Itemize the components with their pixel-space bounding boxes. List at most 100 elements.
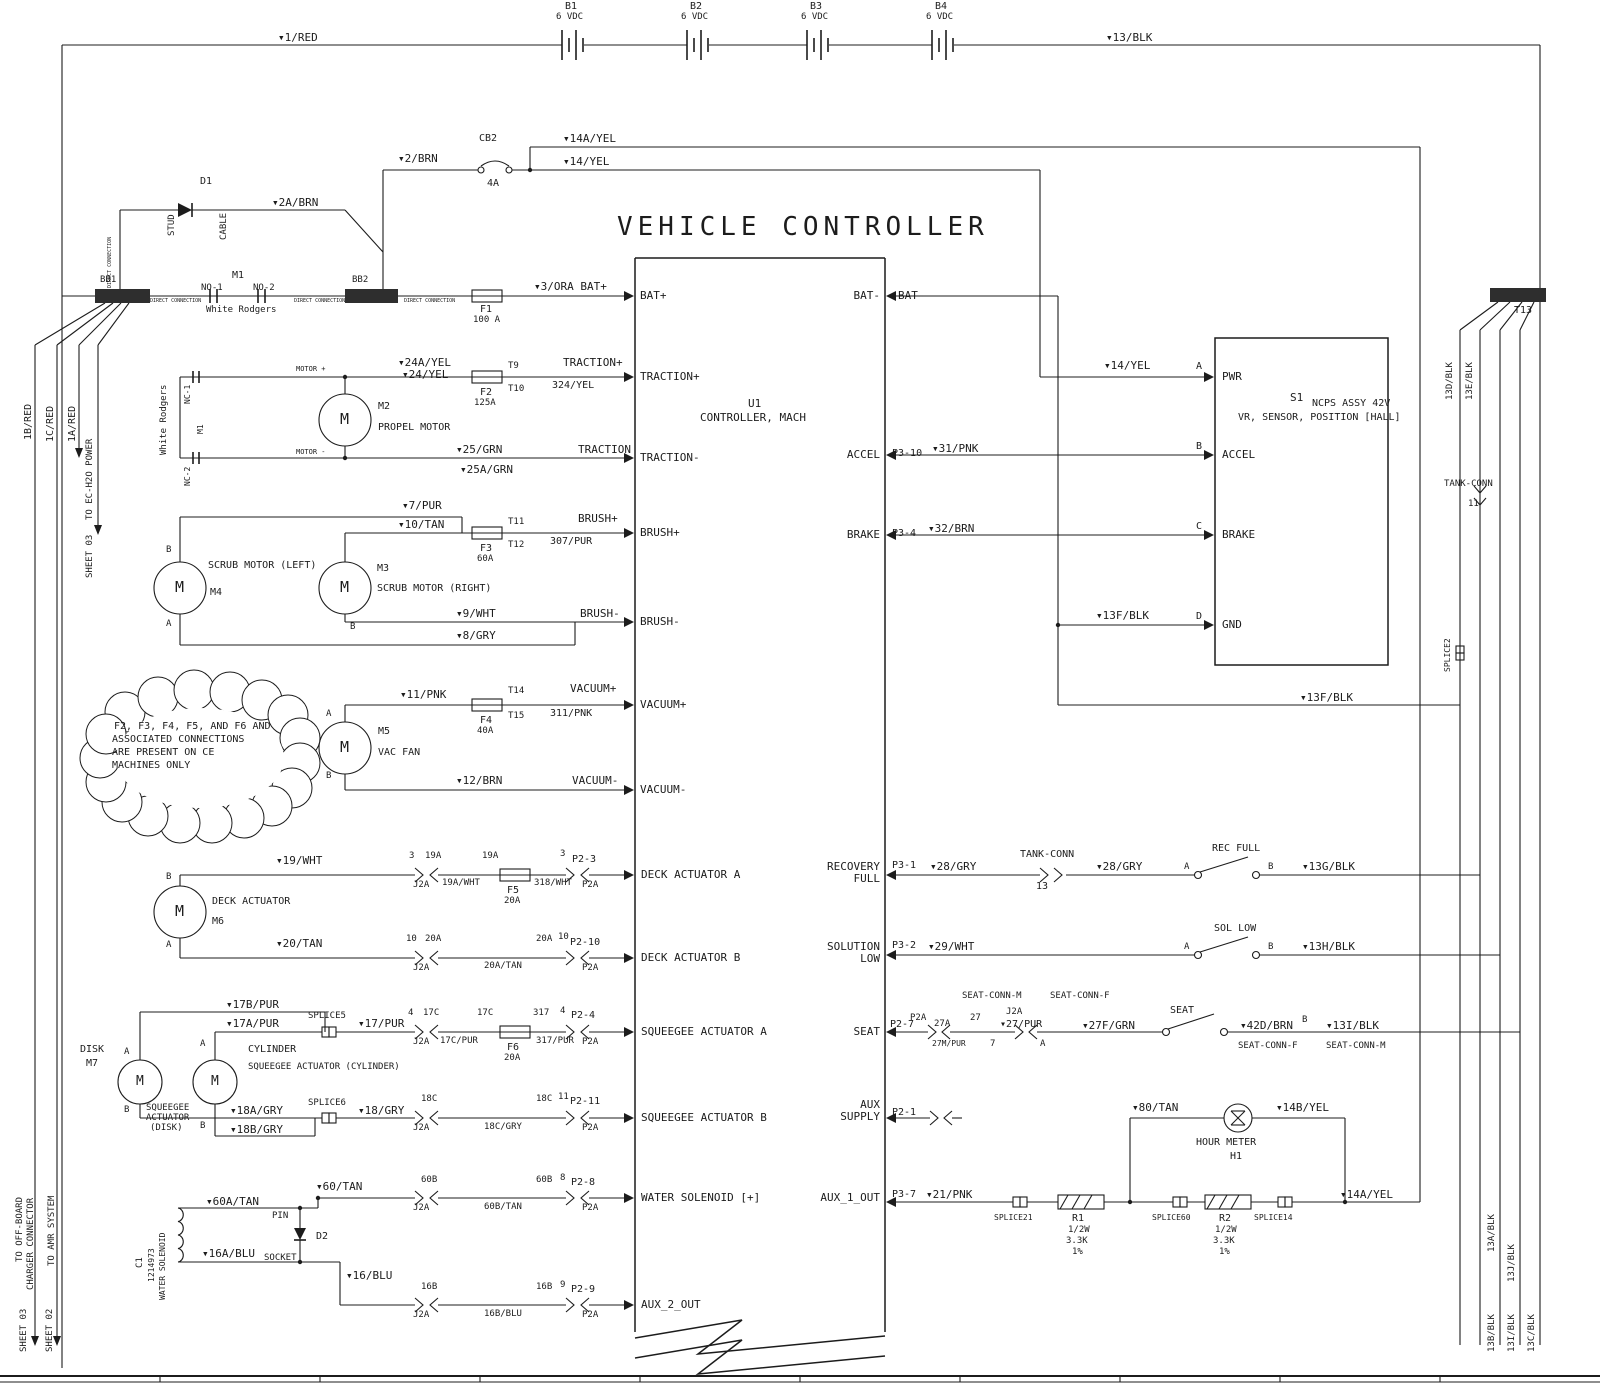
contact-label: NC-1 <box>183 384 192 404</box>
splice-ref: SPLICE5 <box>308 1011 346 1021</box>
motor-symbol: M <box>340 578 350 596</box>
conn-ref: J2A <box>413 963 430 973</box>
wire-label: 13D/BLK <box>1445 362 1455 400</box>
wire-label: 13I/BLK <box>1507 1314 1517 1352</box>
conn-pin: 17C <box>477 1008 494 1018</box>
component-c1-name: WATER SOLENOID <box>158 1232 167 1300</box>
pin-label: SUPPLY <box>840 1110 880 1123</box>
terminal-bb2-ref: BB2 <box>352 275 369 285</box>
battery-b2-ref: B2 <box>690 1 703 12</box>
terminal-ref: T14 <box>508 686 525 696</box>
motor-pin: B <box>350 622 356 632</box>
wire-label: ▾60/TAN <box>316 1180 363 1193</box>
splice-ref: SPLICE6 <box>308 1098 346 1108</box>
conn-pin: 60B <box>421 1175 438 1185</box>
pin-ref: P2-3 <box>572 854 597 865</box>
battery-b1-ref: B1 <box>565 1 578 12</box>
switch-pin: A <box>1184 862 1190 872</box>
wire-label: ▾12/BRN <box>456 774 503 787</box>
motor-m4-name: SCRUB MOTOR (LEFT) <box>208 560 317 571</box>
conn-name: TANK-CONN <box>1444 479 1493 489</box>
wire-label: ▾7/PUR <box>402 499 442 512</box>
conn-pin: 16B <box>536 1282 553 1292</box>
pin-label: SQUEEGEE ACTUATOR A <box>641 1025 767 1038</box>
pin-ref: P3-2 <box>892 940 917 951</box>
hour-meter-ref: H1 <box>1230 1151 1243 1162</box>
conn-ref: P2A <box>582 880 599 890</box>
conn-pin: 13 <box>1036 881 1049 892</box>
s1-pin-label: ACCEL <box>1222 448 1256 461</box>
s1-pin-label: GND <box>1222 618 1242 631</box>
wire-label: ▾24/YEL <box>402 368 449 381</box>
wire-label: ▾25/GRN <box>456 443 503 456</box>
conn-pin: 4 <box>408 1008 414 1018</box>
wire-label: TRACTION+ <box>563 356 623 369</box>
conn-pin: 11 <box>1468 499 1479 509</box>
wire-label: ▾13/BLK <box>1106 31 1153 44</box>
s1-name: NCPS ASSY 42V <box>1312 398 1391 409</box>
conn-pin: 7 <box>990 1039 996 1049</box>
conn-pin: 16B <box>421 1282 438 1292</box>
wire-label: TRACTION <box>578 443 631 456</box>
pin-ref: P2-1 <box>892 1107 917 1118</box>
terminal-ref: T10 <box>508 384 525 394</box>
pin-ref: BAT- <box>898 289 925 302</box>
diode-d2-ref: D2 <box>316 1231 329 1242</box>
wire-label: 13B/BLK <box>1487 1314 1497 1352</box>
terminal-ref: T15 <box>508 711 525 721</box>
resistor-r1-ref: R1 <box>1072 1213 1085 1224</box>
s1-pin-label: BRAKE <box>1222 528 1256 541</box>
wire-label: ▾8/GRY <box>456 629 496 642</box>
pin-label: LOW <box>860 952 880 965</box>
conn-pin: B <box>1302 1015 1308 1025</box>
wire-label: 18C/GRY <box>484 1122 522 1132</box>
motor-terminal: MOTOR - <box>296 448 326 456</box>
component-c1-part: 1214973 <box>147 1248 156 1282</box>
fuse-f6-rating: 20A <box>504 1053 521 1063</box>
wire-label: ▾16A/BLU <box>202 1247 255 1260</box>
wire-label: 19A/WHT <box>442 878 480 888</box>
wire-label: 13C/BLK <box>1527 1314 1537 1352</box>
wire-label: ▾17/PUR <box>358 1017 405 1030</box>
conn-pin: A <box>1040 1039 1046 1049</box>
wire-label: 13E/BLK <box>1465 362 1475 400</box>
wire-label: 60B/TAN <box>484 1202 522 1212</box>
wire-label: ▾42D/BRN <box>1240 1019 1293 1032</box>
wire-label: ▾13F/BLK <box>1300 691 1353 704</box>
motor-pin: B <box>166 872 172 882</box>
conn-pin: 18C <box>421 1094 438 1104</box>
wire-label: ▾27F/GRN <box>1082 1019 1135 1032</box>
fuse-f2-ref: F2 <box>480 387 493 398</box>
wire-label: ▾13G/BLK <box>1302 860 1355 873</box>
s1-pin: C <box>1196 521 1203 532</box>
wire-label: 13J/BLK <box>1507 1244 1517 1282</box>
actuator-m6-name: DECK ACTUATOR <box>212 896 291 907</box>
wire-label: ▾17A/PUR <box>226 1017 279 1030</box>
motor-m3-name: SCRUB MOTOR (RIGHT) <box>377 583 492 594</box>
resistor-r2-val: 3.3K <box>1213 1236 1235 1246</box>
note-ce: F2, F3, F4, F5, AND F6 AND <box>114 721 271 732</box>
pin-ref: P3-1 <box>892 860 917 871</box>
dest-label: TO EC-H2O POWER <box>85 438 95 520</box>
conn-pin: 18C <box>536 1094 553 1104</box>
actuator-m7-ref: M7 <box>86 1058 99 1069</box>
wire-label: ▾25A/GRN <box>460 463 513 476</box>
conn-pin: SOCKET <box>264 1253 297 1263</box>
pin-label: AUX <box>860 1098 880 1111</box>
fuse-f2-rating: 125A <box>474 398 496 408</box>
contact-label: NO-2 <box>253 283 275 293</box>
wire-label: ▾18B/GRY <box>230 1123 283 1136</box>
conn-ref: P2A <box>910 1013 927 1023</box>
pin-ref: P3-4 <box>892 528 917 539</box>
battery-b3-ref: B3 <box>810 1 823 12</box>
motor-m3-ref: M3 <box>377 563 390 574</box>
pin-label: VACUUM- <box>640 783 687 796</box>
actuator-m8-name: SQUEEGEE ACTUATOR (CYLINDER) <box>248 1062 400 1072</box>
pin-label: SEAT <box>853 1025 881 1038</box>
wire-label: 1B/RED <box>23 403 34 440</box>
actuator-m8-type: CYLINDER <box>248 1044 297 1055</box>
conn-name: SEAT-CONN-M <box>962 991 1022 1001</box>
switch-name: REC FULL <box>1212 843 1261 854</box>
